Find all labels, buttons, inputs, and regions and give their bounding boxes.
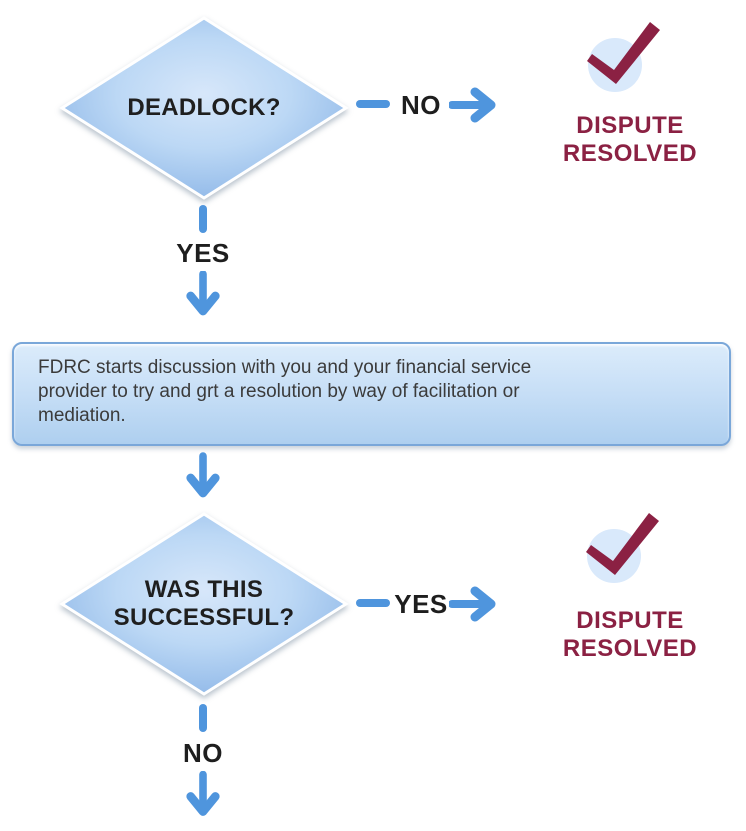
decision-successful-label: WAS THIS SUCCESSFUL? xyxy=(113,576,295,631)
branch-yes-label: YES xyxy=(394,589,448,619)
process-box-fdrc-discussion: FDRC starts discussion with you and your… xyxy=(12,342,731,446)
arrow-down-icon xyxy=(186,271,220,316)
connector-dash-horizontal xyxy=(356,100,390,108)
outcome-dispute-resolved: DISPUTE RESOLVED xyxy=(562,607,698,662)
connector-dash-vertical xyxy=(199,704,207,732)
edge-no-label: NO xyxy=(183,738,223,768)
outcome-dispute-resolved: DISPUTE RESOLVED xyxy=(562,112,698,167)
connector-dash-vertical xyxy=(199,205,207,233)
edge-yes-label: YES xyxy=(176,238,230,268)
arrow-down-icon xyxy=(186,452,220,498)
connector-dash-horizontal xyxy=(356,599,390,607)
checkmark-icon xyxy=(587,22,660,92)
arrow-right-icon xyxy=(449,586,496,622)
arrow-right-icon xyxy=(449,87,496,123)
arrow-down-icon xyxy=(186,771,220,816)
checkmark-icon xyxy=(586,513,659,583)
decision-diamond-deadlock xyxy=(59,16,349,200)
decision-diamond-successful xyxy=(59,512,349,696)
decision-deadlock-label: DEADLOCK? xyxy=(127,94,281,121)
branch-no-label: NO xyxy=(401,90,441,120)
